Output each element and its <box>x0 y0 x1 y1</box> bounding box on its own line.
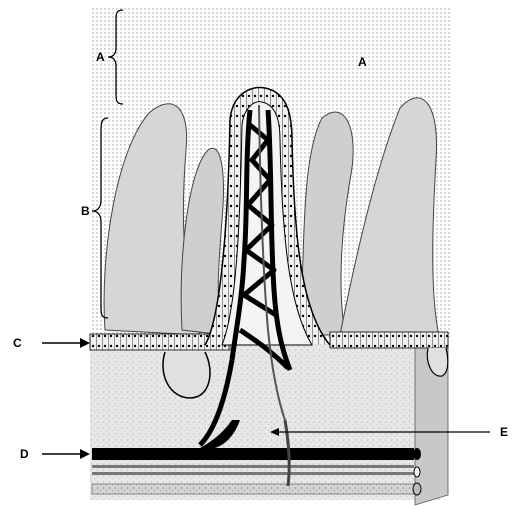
submucosa-block <box>90 345 440 500</box>
label-a-left: A <box>96 50 105 64</box>
label-a-right: A <box>358 55 367 69</box>
label-c: C <box>13 336 22 350</box>
label-b: B <box>81 204 90 218</box>
arrow-c <box>42 338 90 348</box>
label-d: D <box>20 447 29 461</box>
label-e: E <box>500 425 508 439</box>
arrow-d <box>42 449 90 459</box>
epithelium-surface-right <box>330 332 448 348</box>
